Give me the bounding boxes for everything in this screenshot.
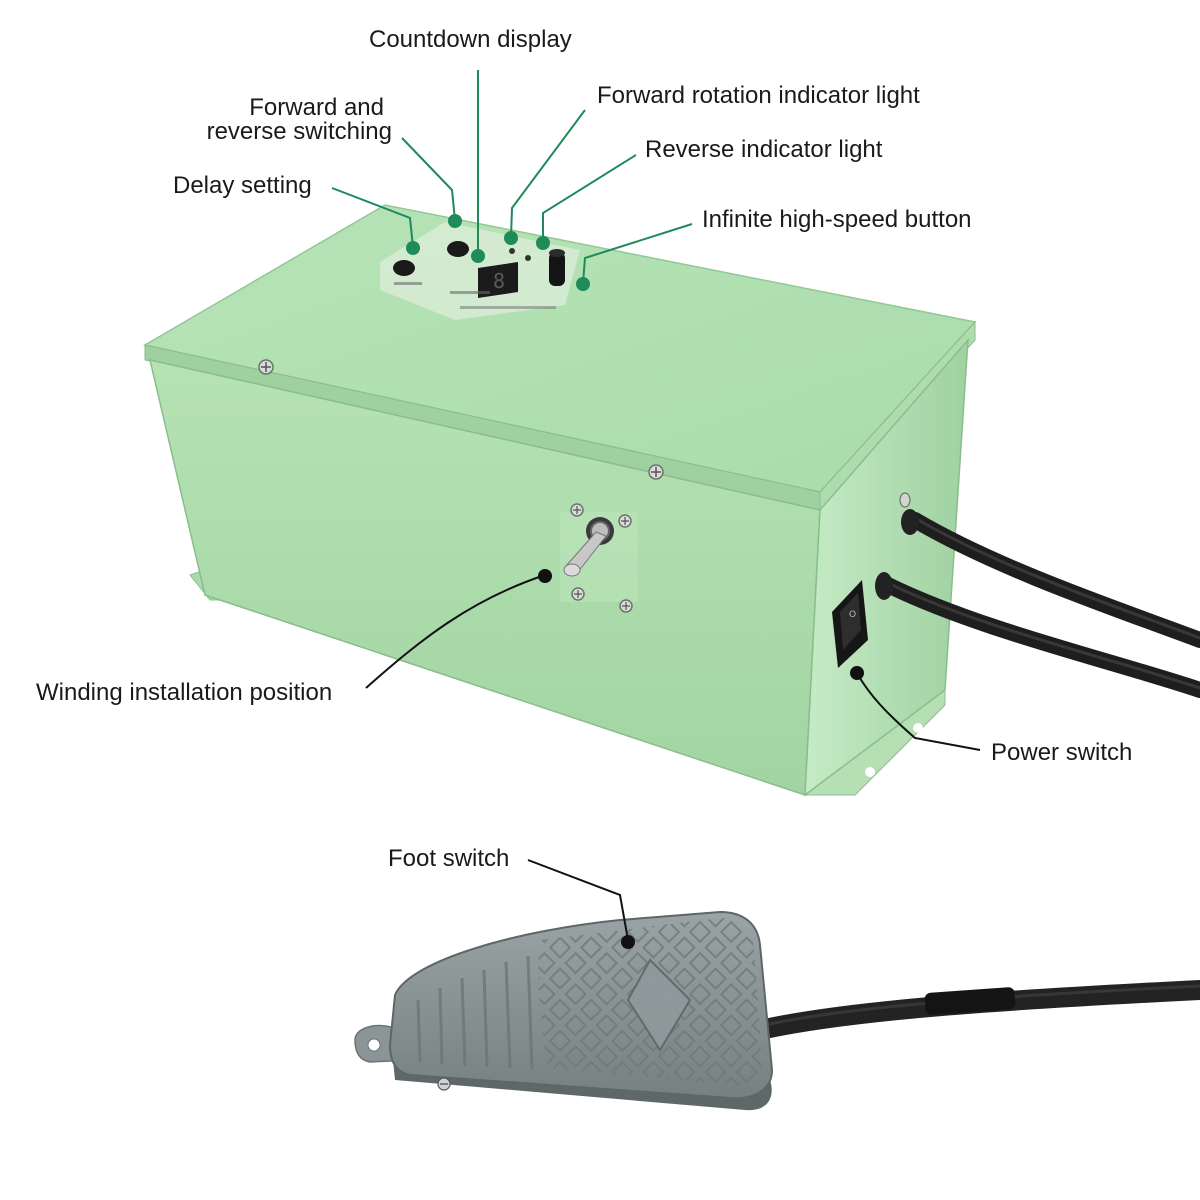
leader-high-speed [582, 223, 693, 284]
screw-icon [619, 599, 633, 613]
leader-dot [504, 231, 518, 245]
control-box: 8 [142, 204, 1200, 797]
label-infinite-high-speed: Infinite high-speed button [702, 206, 972, 233]
countdown-display: 8 [478, 262, 518, 298]
forward-indicator-light [509, 248, 515, 254]
foot-pedal [354, 910, 1200, 1111]
label-forward-reverse-line1: Forward and [249, 94, 384, 121]
leader-delay [331, 187, 414, 248]
high-speed-button[interactable] [549, 249, 565, 286]
power-switch[interactable]: O [832, 580, 868, 668]
panel-print [460, 306, 556, 309]
label-reverse-light: Reverse indicator light [645, 136, 883, 163]
label-forward-reverse-line2: reverse switching [206, 118, 392, 145]
label-countdown-display: Countdown display [369, 26, 572, 53]
forward-reverse-button[interactable] [447, 241, 469, 257]
screw-icon [571, 587, 585, 601]
screw-icon [437, 1077, 451, 1091]
delay-setting-button[interactable] [393, 260, 415, 276]
power-cable [901, 509, 1200, 648]
leader-foot [527, 859, 629, 941]
leader-dot [406, 241, 420, 255]
box-side-face [804, 337, 969, 797]
label-forward-rotation-light: Forward rotation indicator light [597, 82, 920, 109]
leader-dot [538, 569, 552, 583]
flange-hole [865, 767, 875, 777]
leader-dot [536, 236, 550, 250]
panel-print [394, 282, 422, 285]
leader-reverse-light [542, 154, 637, 242]
label-foot-switch: Foot switch [388, 845, 510, 872]
pedal-cable [875, 572, 1200, 698]
leader-forward-reverse [401, 137, 456, 221]
leader-power [857, 674, 981, 751]
leader-dot [471, 249, 485, 263]
leader-forward-light [510, 109, 586, 238]
leader-dot [576, 277, 590, 291]
leader-dot [850, 666, 864, 680]
control-panel: 8 [380, 222, 580, 320]
leader-lines [331, 70, 981, 949]
reverse-indicator-light [525, 255, 531, 261]
leader-dot [621, 935, 635, 949]
screw-icon [258, 359, 274, 375]
svg-text:8: 8 [493, 269, 505, 293]
leader-winding [365, 574, 546, 689]
panel-print [450, 291, 490, 294]
flange-hole [913, 723, 923, 733]
svg-text:O: O [849, 610, 856, 620]
leader-dot [448, 214, 462, 228]
screw-icon [899, 492, 911, 508]
winding-shaft [560, 503, 638, 613]
label-power-switch: Power switch [991, 739, 1133, 766]
screw-icon [618, 514, 632, 528]
box-lid-lip-right [819, 320, 976, 512]
label-delay-setting: Delay setting [173, 172, 312, 199]
screw-icon [570, 503, 584, 517]
screw-icon [648, 464, 664, 480]
label-winding-installation: Winding installation position [36, 679, 333, 706]
